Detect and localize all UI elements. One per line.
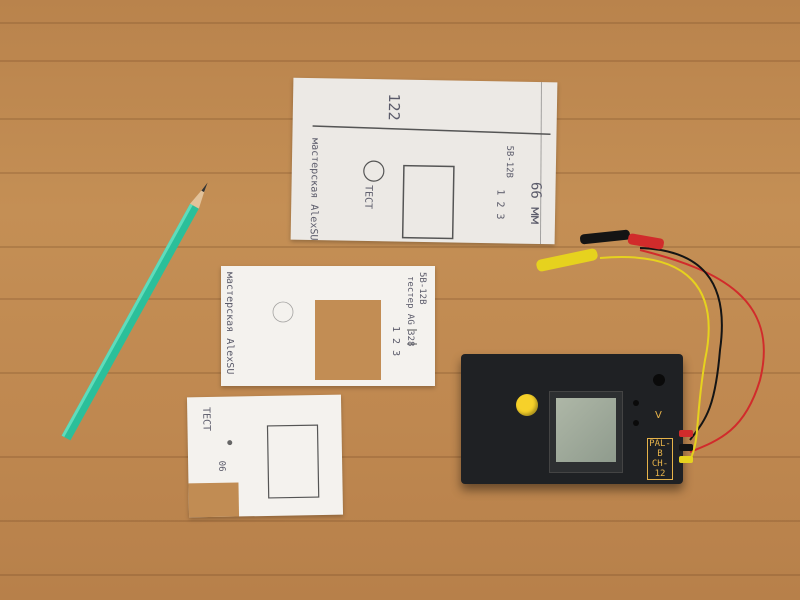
black-jack[interactable]	[679, 444, 693, 451]
wood-grain	[0, 246, 800, 248]
paper-top-drawing	[312, 82, 551, 245]
mount-hole	[653, 374, 665, 386]
wood-grain	[0, 22, 800, 24]
wood-grain	[0, 520, 800, 522]
tester-device: V PAL-B CH-12	[461, 354, 693, 484]
red-jack[interactable]	[679, 430, 693, 437]
paper-middle-drawing	[272, 301, 417, 345]
paper-top: 122 66 мм мастерская AlexSU ТЕСТ 5В-12В …	[290, 77, 558, 245]
cutout-window	[315, 300, 381, 380]
paper-middle: мастерская AlexSU 5В-12В тестер AG 328 1…	[221, 266, 435, 386]
label-line-1: PAL-B	[649, 439, 671, 459]
led-hole	[633, 420, 639, 426]
wood-grain	[0, 60, 800, 62]
paper-bottom: ТЕСТ 06	[186, 394, 344, 518]
yellow-jack[interactable]	[679, 456, 693, 463]
test-button[interactable]	[516, 394, 538, 416]
led-hole	[633, 400, 639, 406]
wood-grain	[0, 574, 800, 576]
label-line-2: CH-12	[651, 459, 669, 479]
lcd-screen	[556, 398, 616, 462]
paper-bottom-drawing	[227, 424, 320, 499]
device-label: PAL-B CH-12	[647, 438, 673, 480]
wood-grain	[0, 456, 800, 458]
lcd-module	[549, 391, 623, 473]
voltage-mark: V	[655, 410, 662, 421]
alligator-clip-icon	[536, 229, 664, 272]
